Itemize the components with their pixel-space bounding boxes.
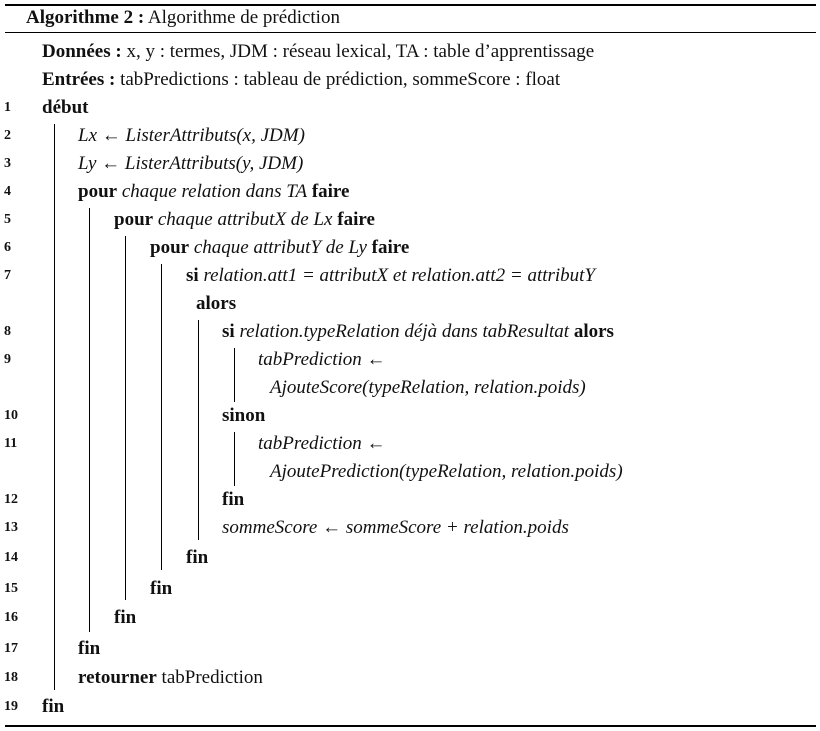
keyword-fin: fin [222,489,245,510]
code-line-5: pour chaque attributX de Lx faire [114,208,375,232]
keyword-retourner: retourner [78,667,157,688]
block-line-si-then [234,348,235,402]
code-line-7: si relation.att1 = attributX et relation… [186,264,595,288]
line-number: 12 [4,492,18,507]
block-line-pour-attributX [125,236,126,600]
algorithm-title: Algorithme de prédiction [147,7,340,28]
keyword-fin: fin [186,547,209,568]
keyword-fin: fin [42,696,65,717]
block-line-pour-attributY [161,264,162,570]
loop-condition: chaque relation dans TA [121,181,308,202]
line-number: 2 [4,128,11,143]
entrees-text: tabPredictions : tableau de prédiction, … [120,69,561,90]
block-line-debut [54,124,55,690]
code-line-11b: AjoutePrediction(typeRelation, relation.… [270,461,623,482]
keyword-faire: faire [371,237,410,258]
loop-condition: chaque attributX de Lx [157,209,333,230]
header-rule [5,32,816,33]
line-number: 16 [4,610,18,625]
line-number: 7 [4,268,11,283]
line-number: 18 [4,670,18,685]
line-number: 15 [4,581,18,596]
code-line-18: retourner tabPrediction [78,666,263,690]
code-line-13: sommeScore ← sommeScore + relation.poids [222,517,569,538]
donnees-text: x, y : termes, JDM : réseau lexical, TA … [126,41,595,62]
line-number: 5 [4,212,11,227]
code-line-11a: tabPrediction ← [258,433,386,454]
keyword-alors: alors [196,293,237,314]
line-number: 10 [4,408,18,423]
keyword-si: si [222,321,235,342]
if-condition: relation.typeRelation déjà dans tabResul… [239,321,570,342]
loop-condition: chaque attributY de Ly [193,237,367,258]
line-number: 9 [4,352,11,367]
keyword-fin: fin [114,607,137,628]
entrees-line: Entrées : tabPredictions : tableau de pr… [42,68,560,92]
donnees-line: Données : x, y : termes, JDM : réseau le… [42,40,594,64]
keyword-faire: faire [311,181,350,202]
line-number: 14 [4,550,18,565]
entrees-label: Entrées : [42,69,116,90]
keyword-fin: fin [150,578,173,599]
bottom-rule [5,725,816,727]
if-condition: relation.att1 = attributX et relation.at… [203,265,596,286]
line-number: 13 [4,520,18,535]
code-line-9a: tabPrediction ← [258,349,386,370]
code-line-8: si relation.typeRelation déjà dans tabRe… [222,320,614,344]
keyword-pour: pour [78,181,118,202]
keyword-pour: pour [114,209,154,230]
line-number: 11 [4,436,18,451]
keyword-fin: fin [78,638,101,659]
line-number: 3 [4,156,11,171]
line-number: 1 [4,100,11,115]
return-value: tabPrediction [161,667,263,688]
keyword-faire: faire [337,209,375,230]
keyword-pour: pour [150,237,190,258]
code-line-9b: AjouteScore(typeRelation, relation.poids… [270,377,586,398]
code-line-3: Ly ← ListerAttributs(y, JDM) [78,153,304,174]
keyword-alors: alors [573,321,614,342]
donnees-label: Données : [42,41,122,62]
code-line-6: pour chaque attributY de Ly faire [150,236,409,260]
line-number: 4 [4,184,11,199]
line-number: 6 [4,240,11,255]
keyword-debut: début [42,97,89,118]
code-line-4: pour chaque relation dans TA faire [78,180,349,204]
keyword-si: si [186,265,199,286]
block-line-sinon [234,432,235,486]
line-number: 17 [4,641,18,656]
top-rule [5,4,816,6]
algorithm-header: Algorithme 2 : Algorithme de prédiction [26,6,340,30]
block-line-pour-relation [89,208,90,632]
algorithm-label: Algorithme 2 : [26,7,145,28]
code-line-2: Lx ← ListerAttributs(x, JDM) [78,125,305,146]
block-line-si-alors [198,320,199,540]
line-number: 8 [4,324,11,339]
line-number: 19 [4,699,18,714]
keyword-sinon: sinon [222,405,266,426]
